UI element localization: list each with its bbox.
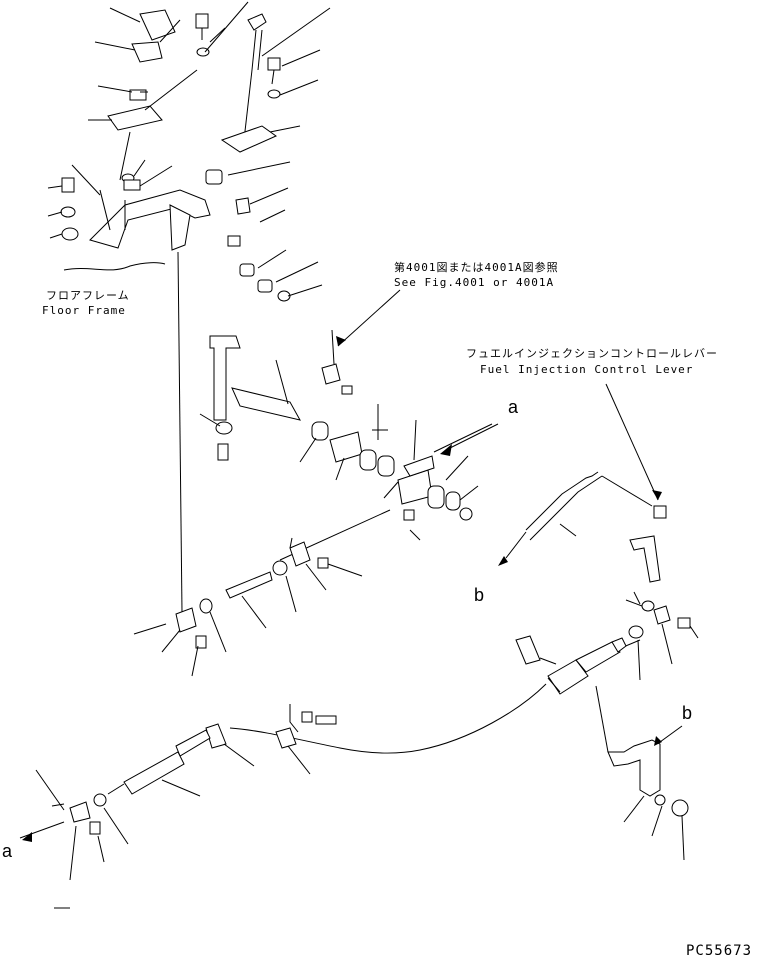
marker-a-lower: a <box>2 841 13 861</box>
linkage-leaders <box>199 359 493 541</box>
return-spring <box>505 471 653 559</box>
linkage-bracket <box>209 335 301 461</box>
marker-a-leader-upper <box>449 423 499 449</box>
cable-end-right <box>515 635 627 695</box>
ref-pointer-line <box>337 289 401 347</box>
bolt-top <box>195 13 210 57</box>
right-leaders <box>559 523 699 681</box>
marker-b-arrow-lower <box>654 736 662 746</box>
pedal-pad <box>131 9 176 63</box>
fuel-lever-part <box>629 505 667 583</box>
linkage-bushings <box>311 421 473 521</box>
marker-b-arrow-upper <box>498 556 508 566</box>
marker-a-leader-lower <box>19 821 65 839</box>
leader-lines-top <box>47 1 331 297</box>
adjuster-leaders <box>133 537 363 677</box>
cable-end-left <box>69 723 227 835</box>
small-parts-right <box>205 169 291 302</box>
pedal-stopper <box>107 89 163 131</box>
control-rod <box>243 13 267 141</box>
right-bracket-leaders <box>623 795 685 861</box>
right-bracket <box>595 685 689 817</box>
marker-b-leader-lower <box>659 725 683 743</box>
control-cable <box>229 683 547 754</box>
reference-label-en: See Fig.4001 or 4001A <box>394 276 555 289</box>
floor-frame-label-en: Floor Frame <box>42 304 126 317</box>
fuel-lever-label-jp: フュエルインジェクションコントロールレバー <box>466 347 718 360</box>
pedal-lever <box>89 189 211 251</box>
marker-a-arrow-lower <box>22 832 32 842</box>
marker-a-upper: a <box>508 397 519 417</box>
marker-a-arrow-upper <box>440 444 452 456</box>
cable-clamp <box>275 704 337 749</box>
vertical-rod-line <box>177 251 183 613</box>
fuel-lever-label-en: Fuel Injection Control Lever <box>480 363 694 376</box>
fuel-lever-pointer-arrow <box>652 490 662 500</box>
marker-b-upper: b <box>474 585 485 605</box>
bolt-right <box>267 57 281 99</box>
ref-pointer-arrow <box>336 336 346 346</box>
figure-code: PC55673 <box>686 943 753 959</box>
marker-b-lower: b <box>682 703 693 723</box>
floor-frame-label-jp: フロアフレーム <box>46 289 130 302</box>
cable-adjuster <box>175 541 329 649</box>
floor-frame-outline <box>63 262 166 271</box>
right-bracket-parts <box>625 591 691 639</box>
bolt-left <box>60 177 79 241</box>
fuel-lever-pointer-line <box>605 383 659 501</box>
reference-label-jp: 第4001図または4001A図参照 <box>394 261 559 274</box>
bolt-mid <box>121 173 141 191</box>
clevis-top <box>321 329 353 395</box>
bottom-leaders <box>35 743 311 881</box>
bracket-top <box>220 125 278 153</box>
